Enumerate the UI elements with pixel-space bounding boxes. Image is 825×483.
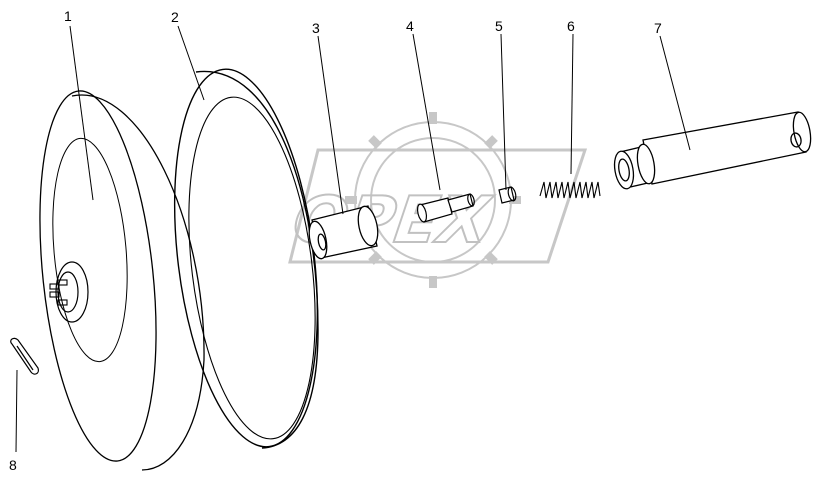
watermark-frame <box>288 148 588 264</box>
part-2-ring <box>173 68 319 449</box>
callout-5: 5 <box>495 18 503 34</box>
callout-6: 6 <box>567 18 575 34</box>
callout-1: 1 <box>64 8 72 24</box>
part-7-shaft <box>613 111 812 190</box>
part-5-nut <box>498 186 517 204</box>
callout-8: 8 <box>9 457 17 473</box>
part-3-bushing <box>308 205 379 260</box>
callout-4: 4 <box>406 18 414 34</box>
leader-lines <box>15 25 691 453</box>
part-6-spring <box>539 181 601 199</box>
part-8-cotter-pin <box>10 337 39 375</box>
callout-labels: 1 2 3 4 5 6 7 8 <box>9 8 662 473</box>
callout-7: 7 <box>654 20 662 36</box>
opex-watermark: OPEX <box>288 112 588 288</box>
callout-2: 2 <box>171 9 179 25</box>
part-4-plunger <box>416 193 475 223</box>
callout-3: 3 <box>312 20 320 36</box>
part-1-disc <box>39 90 205 471</box>
